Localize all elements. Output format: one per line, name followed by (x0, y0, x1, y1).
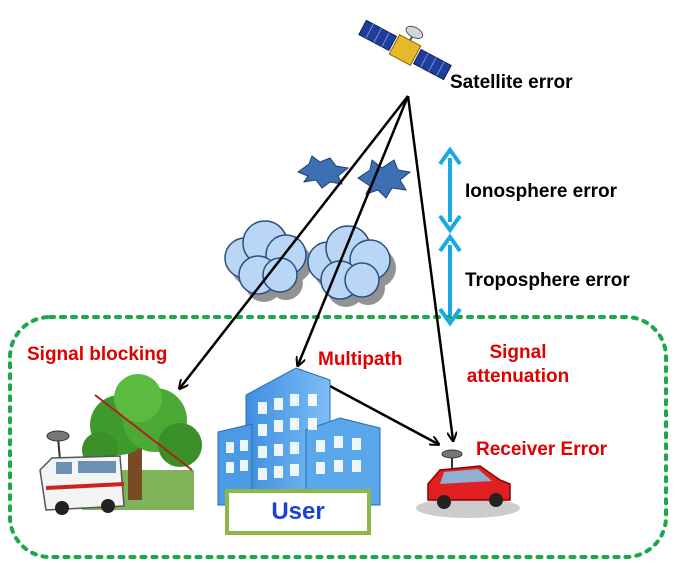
signal-attenuation-label: Signal attenuation (448, 341, 588, 389)
signal-attenuation-line1: Signal (489, 342, 547, 363)
user-box: User (225, 489, 371, 535)
satellite-error-label: Satellite error (450, 72, 573, 93)
ionosphere-burst-icon (296, 155, 412, 199)
user-label: User (271, 498, 325, 525)
ionosphere-error-label: Ionosphere error (465, 181, 618, 202)
car-icon (416, 449, 520, 518)
tree-icon (82, 374, 202, 510)
troposphere-cloud-icon (224, 220, 396, 307)
building-icon (217, 367, 381, 506)
multipath-label: Multipath (318, 349, 403, 370)
receiver-error-label: Receiver Error (476, 439, 607, 460)
ionosphere-layer-arrow (438, 146, 462, 234)
signal-blocking-label: Signal blocking (27, 344, 168, 365)
satellite-icon (358, 19, 452, 81)
troposphere-layer-arrow (438, 233, 462, 327)
signal-attenuation-line2: attenuation (466, 366, 570, 387)
troposphere-error-label: Troposphere error (465, 270, 630, 291)
van-icon (39, 430, 125, 515)
signal-rays (180, 95, 453, 444)
ground-segment-boundary (8, 315, 668, 559)
